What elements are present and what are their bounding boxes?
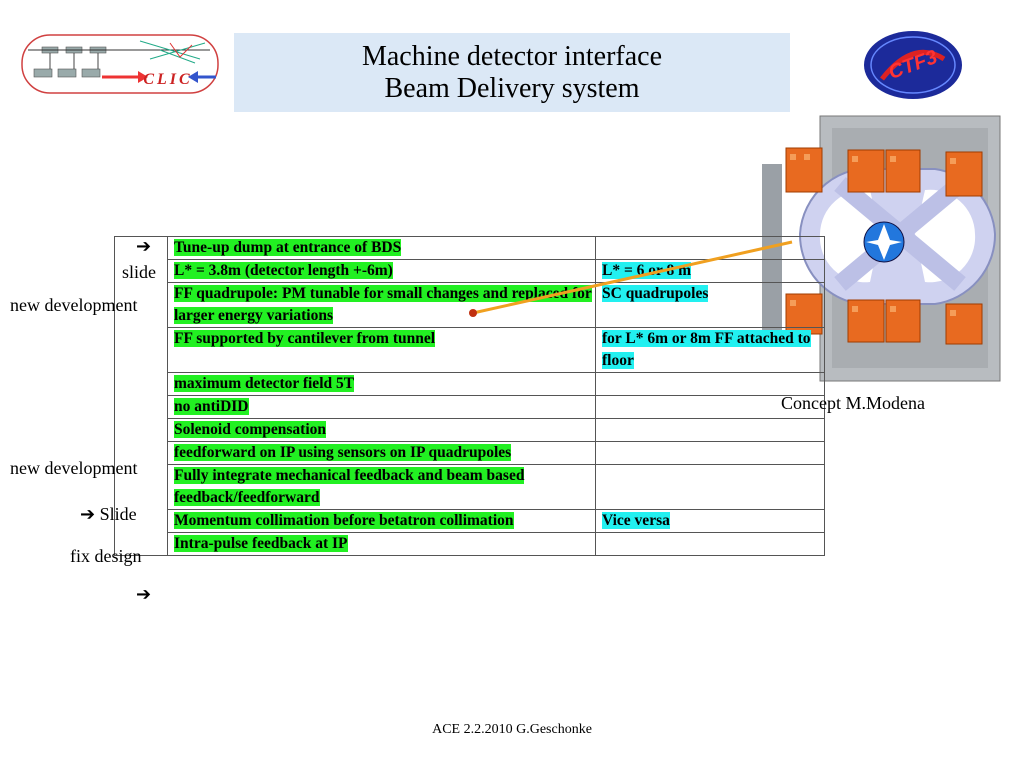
- table-row: no antiDID: [114, 395, 825, 419]
- table-row: L* = 3.8m (detector length +-6m) L* = 6 …: [114, 259, 825, 283]
- bds-comparison-table: Tune-up dump at entrance of BDS L* = 3.8…: [114, 236, 825, 556]
- table-row: Intra-pulse feedback at IP: [114, 532, 825, 556]
- magnet-concept-illustration: [762, 115, 1001, 382]
- footer: ACE 2.2.2010 G.Geschonke: [432, 722, 592, 737]
- clic-logo: CLIC: [21, 34, 219, 94]
- table-row: maximum detector field 5T: [114, 372, 825, 396]
- table-row: Momentum collimation before betatron col…: [114, 509, 825, 533]
- table-row: feedforward on IP using sensors on IP qu…: [114, 441, 825, 465]
- table-row: FF quadrupole: PM tunable for small chan…: [114, 282, 825, 328]
- side-label-new-development-2: new development: [10, 458, 138, 478]
- cell-text: FF supported by cantilever from tunnel: [174, 330, 436, 347]
- cell-text: SC quadrupoles: [602, 285, 709, 302]
- title-box: Machine detector interface Beam Delivery…: [234, 33, 790, 112]
- title-line-1: Machine detector interface: [361, 40, 663, 72]
- cell-text: maximum detector field 5T: [174, 375, 355, 392]
- arrow-icon: ➔: [136, 236, 152, 257]
- table-row: Tune-up dump at entrance of BDS: [114, 236, 825, 260]
- cell-text: L* = 3.8m (detector length +-6m): [174, 262, 393, 279]
- ctf3-logo: CTF3: [864, 31, 962, 99]
- illustration-caption: Concept M.Modena: [781, 393, 925, 413]
- cell-text: for L* 6m or 8m FF attached to floor: [602, 330, 811, 369]
- title-line-2: Beam Delivery system: [384, 72, 640, 104]
- cell-text: Tune-up dump at entrance of BDS: [174, 239, 402, 256]
- table-row: FF supported by cantilever from tunnel f…: [114, 327, 825, 373]
- table-row: Fully integrate mechanical feedback and …: [114, 464, 825, 510]
- cell-text: Fully integrate mechanical feedback and …: [174, 467, 525, 506]
- arrow-icon: ➔: [80, 504, 96, 525]
- cell-text: no antiDID: [174, 398, 249, 415]
- clic-logo-text: CLIC: [143, 71, 192, 88]
- cell-text: Vice versa: [602, 512, 670, 529]
- side-label-slide-text: Slide: [99, 504, 137, 524]
- side-label-slide-arrow: ➔ Slide: [80, 504, 137, 525]
- side-label-fix-design: fix design: [70, 546, 142, 566]
- cell-text: Solenoid compensation: [174, 421, 327, 438]
- arrow-icon: ➔: [136, 584, 152, 605]
- cell-text: L* = 6 or 8 m: [602, 262, 692, 279]
- cell-text: Intra-pulse feedback at IP: [174, 535, 348, 552]
- table-row: Solenoid compensation: [114, 418, 825, 442]
- side-label-new-development-1: new development: [10, 295, 138, 315]
- cell-text: feedforward on IP using sensors on IP qu…: [174, 444, 512, 461]
- side-label-slide: slide: [122, 262, 156, 282]
- cell-text: Momentum collimation before betatron col…: [174, 512, 514, 529]
- cell-text: FF quadrupole: PM tunable for small chan…: [174, 285, 592, 324]
